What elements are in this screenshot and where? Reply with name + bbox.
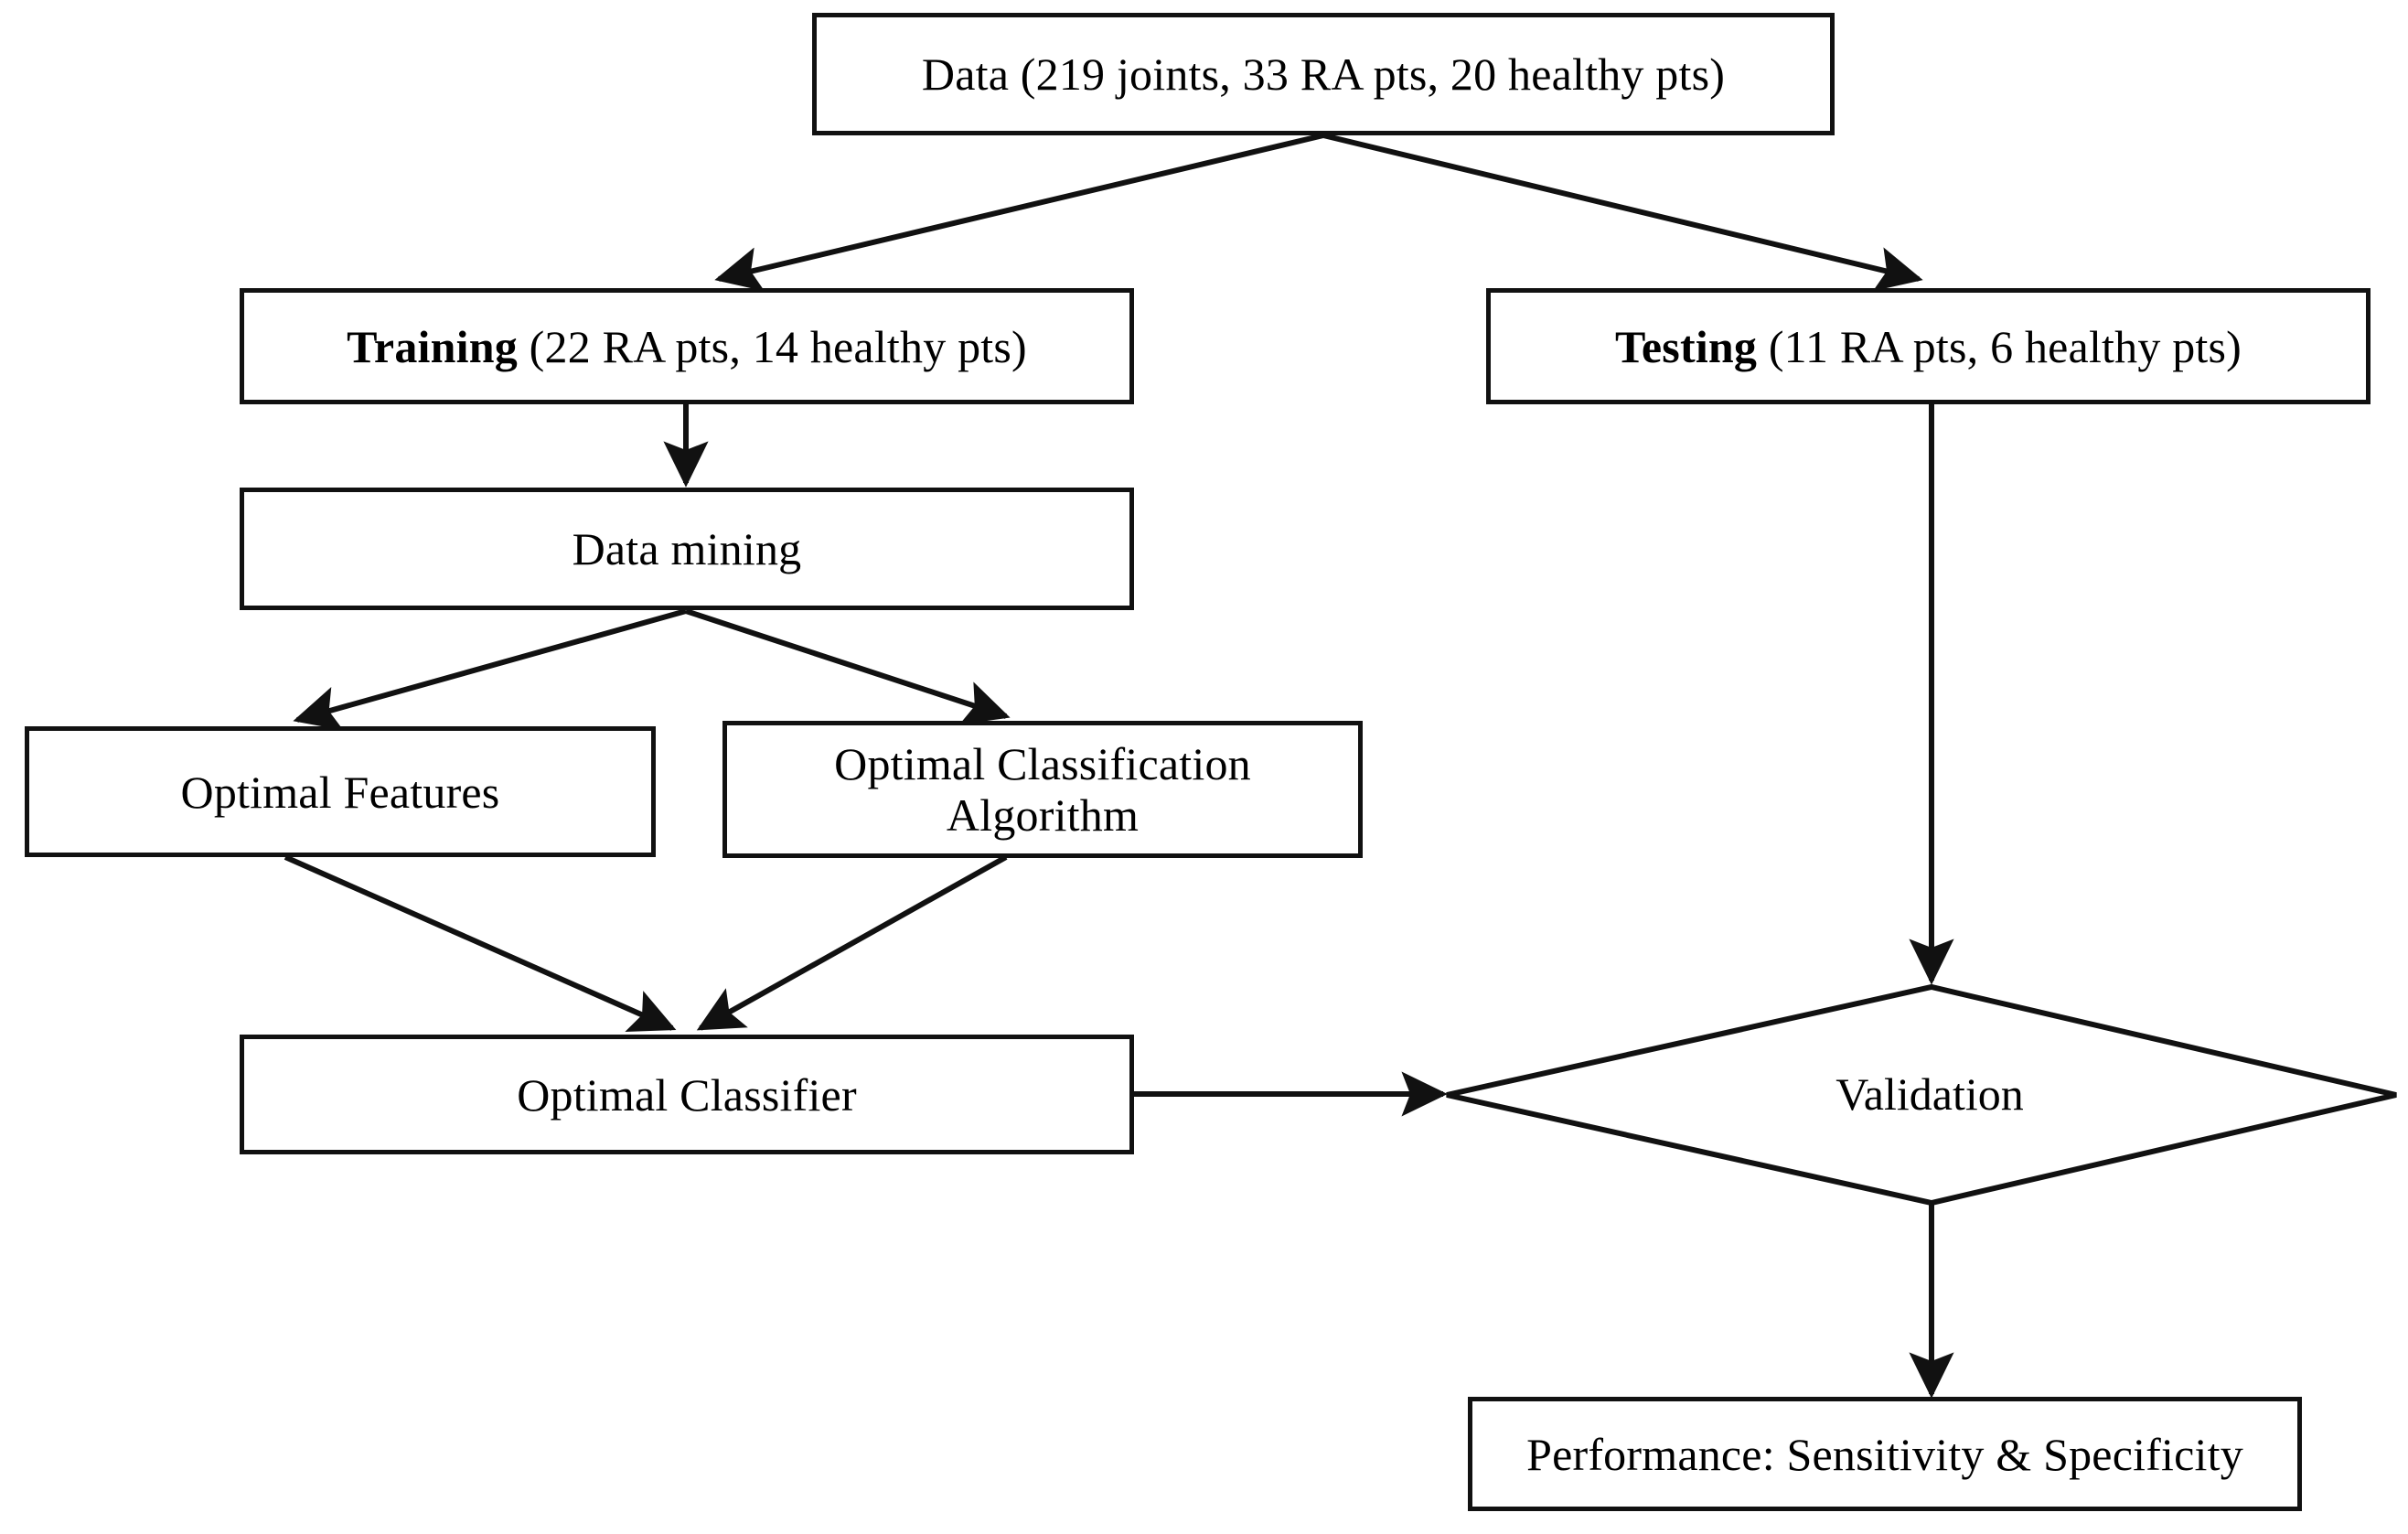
- edge-optimal-classification-algorithm-to-optimal-classifier: [696, 854, 1008, 1031]
- node-training-label: Training (22 RA pts, 14 healthy pts): [347, 321, 1027, 372]
- edge-data-mining-to-optimal-features: [293, 608, 687, 731]
- edge-data-to-testing: [1322, 133, 1923, 292]
- node-testing[interactable]: Testing (11 RA pts, 6 healthy pts): [1486, 288, 2371, 404]
- node-data[interactable]: Data (219 joints, 33 RA pts, 20 healthy …: [812, 13, 1835, 135]
- node-performance-label: Performance: Sensitivity & Specificity: [1526, 1428, 2243, 1480]
- node-data-mining[interactable]: Data mining: [240, 488, 1134, 610]
- node-testing-label: Testing (11 RA pts, 6 healthy pts): [1615, 321, 2242, 372]
- node-optimal-features-label: Optimal Features: [180, 766, 500, 818]
- edge-optimal-features-to-optimal-classifier: [284, 854, 677, 1033]
- node-optimal-classifier[interactable]: Optimal Classifier: [240, 1035, 1134, 1154]
- node-training-label-rest: (22 RA pts, 14 healthy pts): [517, 320, 1027, 372]
- node-validation-label: Validation: [1835, 1068, 2024, 1120]
- node-testing-label-rest: (11 RA pts, 6 healthy pts): [1757, 320, 2242, 372]
- node-optimal-classification-algorithm-label: Optimal Classification Algorithm: [834, 738, 1251, 841]
- node-training-label-bold: Training: [347, 320, 518, 372]
- node-data-label: Data (219 joints, 33 RA pts, 20 healthy …: [921, 48, 1726, 100]
- node-testing-label-bold: Testing: [1614, 320, 1758, 372]
- node-performance[interactable]: Performance: Sensitivity & Specificity: [1468, 1397, 2302, 1511]
- edge-data-mining-to-optimal-classification-algorithm: [685, 608, 1011, 725]
- node-validation-label-wrap: Validation: [1710, 1067, 2149, 1121]
- node-data-mining-label: Data mining: [572, 523, 802, 574]
- node-optimal-classifier-label: Optimal Classifier: [517, 1068, 857, 1121]
- node-training[interactable]: Training (22 RA pts, 14 healthy pts): [240, 288, 1134, 404]
- node-optimal-classification-algorithm[interactable]: Optimal Classification Algorithm: [722, 721, 1363, 858]
- edge-data-to-training: [714, 133, 1324, 292]
- node-optimal-features[interactable]: Optimal Features: [25, 726, 656, 857]
